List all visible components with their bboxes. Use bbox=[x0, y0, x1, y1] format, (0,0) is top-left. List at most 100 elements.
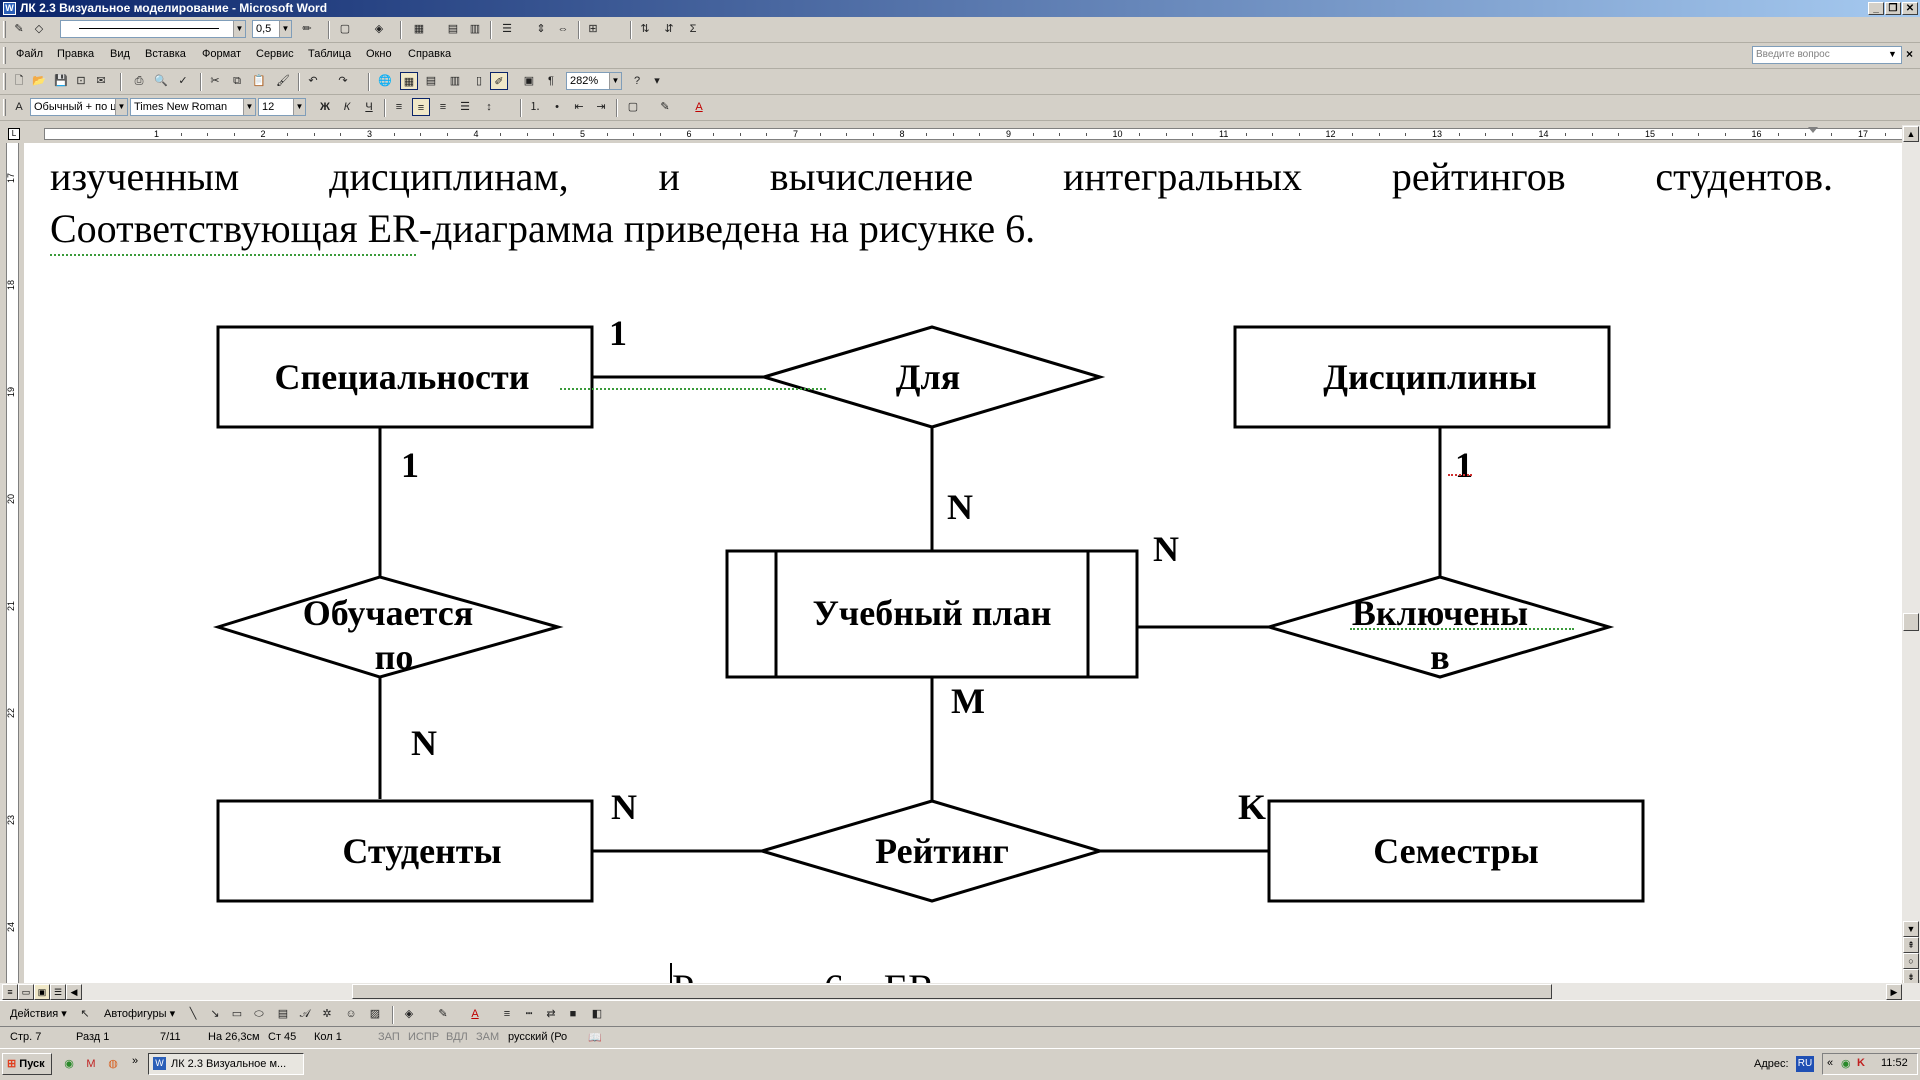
chrome-icon[interactable]: ◉ bbox=[64, 1058, 74, 1070]
shading-icon[interactable]: ◈ bbox=[374, 23, 384, 35]
word-app-icon[interactable]: W bbox=[3, 2, 16, 15]
help-icon[interactable]: ? bbox=[633, 75, 641, 87]
gmail-icon[interactable]: M bbox=[86, 1058, 96, 1070]
decrease-indent-icon[interactable]: ⇤ bbox=[574, 101, 584, 113]
antivirus-icon[interactable]: K bbox=[1857, 1057, 1865, 1069]
justify-icon[interactable]: ☰ bbox=[460, 101, 470, 113]
menu-table[interactable]: Таблица bbox=[308, 48, 352, 60]
scroll-down-icon[interactable]: ▼ bbox=[1903, 921, 1919, 937]
actions-menu[interactable]: Действия ▾ bbox=[10, 1008, 67, 1020]
zoom-select[interactable]: 282% ▼ bbox=[566, 72, 622, 90]
distribute-rows-icon[interactable]: ⇕ bbox=[536, 23, 546, 35]
horizontal-scrollbar[interactable]: ≡ ▭ ▣ ☰ ◀ ▶ bbox=[0, 983, 1920, 1000]
open-folder-icon[interactable]: 📂 bbox=[32, 75, 46, 87]
chevron-down-icon[interactable]: ▼ bbox=[279, 21, 291, 37]
copy-icon[interactable]: ⧉ bbox=[233, 75, 241, 87]
drawing-icon[interactable]: ✐ bbox=[490, 72, 508, 90]
language-indicator[interactable]: RU bbox=[1796, 1056, 1814, 1072]
insert-excel-icon[interactable]: ▥ bbox=[449, 75, 461, 87]
autofit-icon[interactable]: ⊞ bbox=[588, 23, 598, 35]
split-cells-icon[interactable]: ▥ bbox=[469, 23, 481, 35]
select-objects-icon[interactable]: ↖ bbox=[80, 1008, 90, 1020]
status-language[interactable]: русский (Ро bbox=[508, 1031, 568, 1043]
line-style-select[interactable]: ▼ bbox=[60, 20, 246, 38]
scroll-up-icon[interactable]: ▲ bbox=[1903, 126, 1919, 142]
highlight-icon[interactable]: ✎ bbox=[660, 101, 670, 113]
save-icon[interactable]: 💾 bbox=[54, 75, 68, 87]
sort-desc-icon[interactable]: ⇵ bbox=[664, 23, 674, 35]
undo-icon[interactable]: ↶ bbox=[308, 75, 318, 87]
tray-app-icon[interactable]: ◉ bbox=[1841, 1058, 1851, 1070]
bold-icon[interactable]: Ж bbox=[320, 101, 330, 113]
arrow-style-icon[interactable]: ⇄ bbox=[546, 1008, 556, 1020]
align-center-icon[interactable]: ≡ bbox=[412, 98, 430, 116]
permission-icon[interactable]: ⊡ bbox=[76, 75, 86, 87]
task-word-document[interactable]: W ЛК 2.3 Визуальное м... bbox=[148, 1053, 304, 1075]
line-style-icon[interactable]: ≡ bbox=[503, 1008, 511, 1020]
quick-launch-more-icon[interactable]: » bbox=[132, 1055, 139, 1067]
scroll-left-icon[interactable]: ◀ bbox=[66, 984, 82, 1000]
eraser-icon[interactable]: ◇ bbox=[34, 23, 44, 35]
table-icon[interactable]: ▦ bbox=[413, 23, 425, 35]
email-icon[interactable]: ✉ bbox=[96, 75, 106, 87]
show-hide-icon[interactable]: ¶ bbox=[548, 75, 554, 87]
align-cells-icon[interactable]: ☰ bbox=[502, 23, 512, 35]
insert-table-icon[interactable]: ▤ bbox=[425, 75, 437, 87]
styles-icon[interactable]: A bbox=[15, 101, 23, 113]
style-select[interactable]: Обычный + по ц ▼ bbox=[30, 98, 128, 116]
menu-window[interactable]: Окно bbox=[366, 48, 392, 60]
read-icon[interactable]: ▾ bbox=[654, 75, 660, 87]
hyperlink-icon[interactable]: 🌐 bbox=[378, 75, 392, 87]
chevron-down-icon[interactable]: ▼ bbox=[243, 99, 255, 115]
distribute-columns-icon[interactable]: ⇔ bbox=[557, 23, 569, 35]
normal-view-icon[interactable]: ≡ bbox=[2, 984, 18, 1000]
rectangle-tool-icon[interactable]: ▭ bbox=[231, 1008, 243, 1020]
font-select[interactable]: Times New Roman ▼ bbox=[130, 98, 256, 116]
align-left-icon[interactable]: ≡ bbox=[395, 101, 403, 113]
font-color-icon[interactable]: A bbox=[695, 101, 703, 113]
pencil-icon[interactable]: ✎ bbox=[14, 23, 24, 35]
autosum-icon[interactable]: Σ bbox=[689, 23, 697, 35]
line-color-icon[interactable]: ✎ bbox=[438, 1008, 448, 1020]
wordart-icon[interactable]: 𝒜 bbox=[299, 1008, 311, 1020]
status-trk[interactable]: ИСПР bbox=[408, 1031, 440, 1043]
cut-icon[interactable]: ✂ bbox=[210, 75, 220, 87]
fill-color-icon[interactable]: ◈ bbox=[404, 1008, 414, 1020]
outside-border-icon[interactable]: ▢ bbox=[627, 101, 639, 113]
font-size-select[interactable]: 12 ▼ bbox=[258, 98, 306, 116]
new-document-icon[interactable]: 🗋 bbox=[14, 75, 24, 87]
menu-help[interactable]: Справка bbox=[408, 48, 452, 60]
print-layout-icon[interactable]: ▣ bbox=[34, 984, 50, 1000]
autoshapes-menu[interactable]: Автофигуры ▾ bbox=[104, 1008, 176, 1020]
close-button[interactable]: ✕ bbox=[1902, 2, 1918, 15]
menu-tools[interactable]: Сервис bbox=[256, 48, 294, 60]
help-question-input[interactable]: Введите вопрос bbox=[1752, 46, 1902, 64]
columns-icon[interactable]: ▯ bbox=[475, 75, 483, 87]
paste-icon[interactable]: 📋 bbox=[252, 75, 266, 87]
line-color-icon[interactable]: ✏ bbox=[302, 23, 312, 35]
merge-cells-icon[interactable]: ▤ bbox=[447, 23, 459, 35]
increase-indent-icon[interactable]: ⇥ bbox=[596, 101, 606, 113]
font-color-icon[interactable]: A bbox=[471, 1008, 479, 1020]
chevron-down-icon[interactable]: ▼ bbox=[233, 21, 245, 37]
line-spacing-icon[interactable]: ↕ bbox=[486, 101, 492, 113]
chevron-down-icon[interactable]: ▼ bbox=[1888, 49, 1897, 59]
toolbar-grip[interactable] bbox=[3, 21, 6, 38]
document-map-icon[interactable]: ▣ bbox=[523, 75, 535, 87]
3d-style-icon[interactable]: ◧ bbox=[591, 1008, 603, 1020]
print-icon[interactable]: ⎙ bbox=[134, 75, 144, 87]
tables-borders-icon[interactable]: ▦ bbox=[400, 72, 418, 90]
redo-icon[interactable]: ↷ bbox=[338, 75, 348, 87]
print-preview-icon[interactable]: 🔍 bbox=[154, 75, 168, 87]
border-icon[interactable]: ▢ bbox=[339, 23, 351, 35]
format-painter-icon[interactable]: 🖌 bbox=[276, 75, 290, 87]
restore-button[interactable]: ❐ bbox=[1885, 2, 1901, 15]
chevron-down-icon[interactable]: ▼ bbox=[293, 99, 305, 115]
menu-edit[interactable]: Правка bbox=[57, 48, 95, 60]
chevron-down-icon[interactable]: ▼ bbox=[609, 73, 621, 89]
spelling-status-icon[interactable]: 📖 bbox=[588, 1032, 602, 1044]
outline-view-icon[interactable]: ☰ bbox=[50, 984, 66, 1000]
menu-insert[interactable]: Вставка bbox=[145, 48, 186, 60]
oval-tool-icon[interactable]: ⬭ bbox=[254, 1008, 264, 1020]
firefox-icon[interactable]: ◍ bbox=[108, 1058, 118, 1070]
